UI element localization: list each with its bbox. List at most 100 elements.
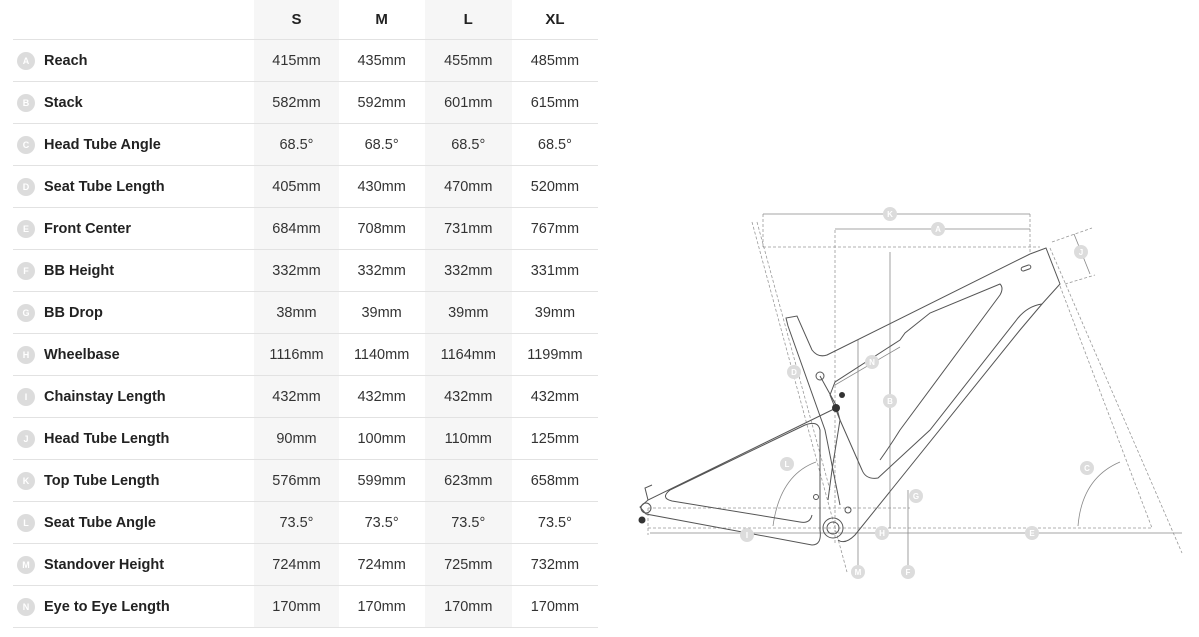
value-cell-m: 39mm — [338, 291, 425, 334]
value-cell-l: 73.5° — [424, 501, 512, 544]
value-cell-s: 38mm — [254, 291, 339, 334]
letter-badge: L — [17, 513, 35, 532]
value-cell-l: 455mm — [424, 39, 512, 82]
diagram-letter: I — [746, 531, 748, 540]
diagram-letter: K — [887, 210, 893, 219]
value-cell-l: 623mm — [424, 459, 512, 502]
value-cell-xl: 732mm — [511, 543, 598, 586]
diagram-letter: N — [869, 358, 875, 367]
measurement-label-cell: F BB Height — [13, 249, 255, 292]
value-cell-xl: 170mm — [511, 585, 598, 628]
letter-badge: D — [17, 177, 35, 196]
letter-badge: A — [17, 51, 35, 70]
value-cell-m: 100mm — [338, 417, 425, 460]
diagram-letter: B — [887, 397, 893, 406]
value-cell-l: 39mm — [424, 291, 512, 334]
measurement-name: Reach — [44, 52, 88, 69]
value-cell-m: 592mm — [338, 81, 425, 124]
value-cell-m: 73.5° — [338, 501, 425, 544]
value-cell-xl: 520mm — [511, 165, 598, 208]
size-header-xl: XL — [511, 0, 598, 40]
value-cell-s: 68.5° — [254, 123, 339, 166]
measurement-name: Front Center — [44, 220, 131, 237]
measurement-name: Standover Height — [44, 556, 165, 573]
dimension-lines — [650, 213, 1182, 570]
diagram-letter: A — [935, 225, 941, 234]
diagram-label-k — [883, 207, 897, 221]
diagram-letter: C — [1084, 464, 1090, 473]
measurement-label-cell: E Front Center — [13, 207, 255, 250]
value-cell-l: 68.5° — [424, 123, 512, 166]
value-cell-xl: 39mm — [511, 291, 598, 334]
value-cell-xl: 125mm — [511, 417, 598, 460]
value-cell-l: 432mm — [424, 375, 512, 418]
diagram-letter: J — [1079, 248, 1083, 257]
value-cell-xl: 331mm — [511, 249, 598, 292]
measurement-name: Head Tube Length — [44, 430, 170, 447]
value-cell-xl: 73.5° — [511, 501, 598, 544]
measurement-label-cell: K Top Tube Length — [13, 459, 255, 502]
letter-badge: E — [17, 219, 35, 238]
measurement-label-cell: N Eye to Eye Length — [13, 585, 255, 628]
value-cell-s: 724mm — [254, 543, 339, 586]
value-cell-m: 432mm — [338, 375, 425, 418]
measurement-name: Head Tube Angle — [44, 136, 161, 153]
value-cell-xl: 68.5° — [511, 123, 598, 166]
diagram-label-l — [780, 457, 794, 471]
value-cell-m: 1140mm — [338, 333, 425, 376]
size-header-s: S — [254, 0, 339, 40]
size-header-l: L — [424, 0, 512, 40]
diagram-letter: F — [906, 568, 911, 577]
letter-badge: K — [17, 471, 35, 490]
diagram-label-d — [787, 365, 801, 379]
value-cell-m: 170mm — [338, 585, 425, 628]
measurement-name: Stack — [44, 94, 83, 111]
value-cell-l: 601mm — [424, 81, 512, 124]
value-cell-s: 1116mm — [254, 333, 339, 376]
diagram-label-i — [740, 528, 754, 542]
label-header — [13, 0, 255, 40]
measurement-name: Seat Tube Length — [44, 178, 165, 195]
diagram-label-m — [851, 565, 865, 579]
diagram-letter: E — [1029, 529, 1035, 538]
diagram-letter: G — [913, 492, 919, 501]
value-cell-s: 73.5° — [254, 501, 339, 544]
value-cell-s: 332mm — [254, 249, 339, 292]
diagram-letter: M — [855, 568, 862, 577]
letter-badge: F — [17, 261, 35, 280]
value-cell-l: 332mm — [424, 249, 512, 292]
measurement-name: Eye to Eye Length — [44, 598, 170, 615]
value-cell-m: 332mm — [338, 249, 425, 292]
value-cell-xl: 432mm — [511, 375, 598, 418]
letter-badge: N — [17, 597, 35, 616]
value-cell-xl: 658mm — [511, 459, 598, 502]
shock-mount-icon — [832, 404, 840, 412]
value-cell-m: 430mm — [338, 165, 425, 208]
value-cell-l: 731mm — [424, 207, 512, 250]
value-cell-s: 90mm — [254, 417, 339, 460]
value-cell-m: 724mm — [338, 543, 425, 586]
diagram-label-e — [1025, 526, 1039, 540]
value-cell-m: 68.5° — [338, 123, 425, 166]
measurement-name: BB Height — [44, 262, 115, 279]
value-cell-xl: 1199mm — [511, 333, 598, 376]
measurement-name: Top Tube Length — [44, 472, 160, 489]
